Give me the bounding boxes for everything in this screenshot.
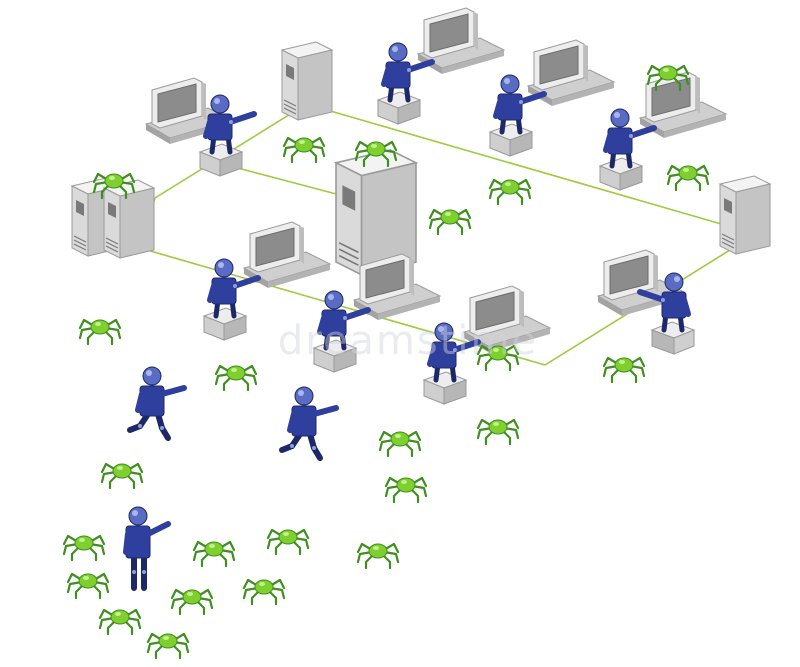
bug-icon [428,208,472,236]
bug-icon [62,534,106,562]
bug-icon [384,476,428,504]
bug-icon [242,578,286,606]
bug-icon [78,318,122,346]
server-tower-icon [281,41,333,121]
bug-icon [66,572,110,600]
bug-icon [98,608,142,636]
bug-icon [666,164,710,192]
bug-icon [356,542,400,570]
server-tower-icon [103,179,155,259]
bug-icon [170,588,214,616]
bug-icon [266,528,310,556]
bug-icon [476,418,520,446]
bug-icon [602,356,646,384]
bug-icon [146,632,190,660]
server-tower-icon [719,175,771,255]
seated-robot-icon [200,95,254,176]
walking-robot-icon [130,367,184,438]
bug-icon [488,178,532,206]
bug-icon [282,136,326,164]
bug-icon [214,364,258,392]
bug-icon [378,430,422,458]
standing-robot-icon [126,507,168,588]
bug-icon [100,462,144,490]
bug-icon [192,540,236,568]
walking-robot-icon [282,387,336,458]
